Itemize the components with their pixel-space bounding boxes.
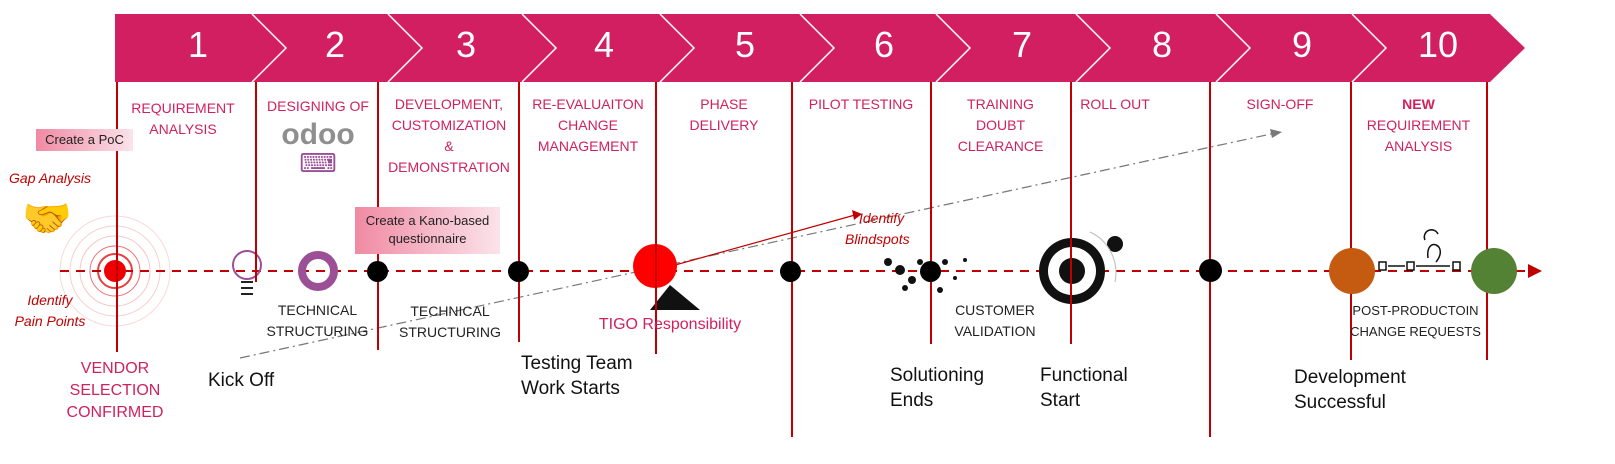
step-number: 2 <box>324 24 346 65</box>
divider <box>1350 82 1352 360</box>
vendor-dot <box>104 260 126 282</box>
milestone-dot <box>367 261 388 282</box>
phase-8-label: ROLL OUT <box>1080 96 1150 112</box>
milestone-dot <box>780 261 801 282</box>
process-flow-icon <box>1378 229 1461 271</box>
tigo-responsibility-label: TIGO Responsibility <box>598 316 742 333</box>
step-number: 6 <box>873 24 895 65</box>
step-number: 9 <box>1291 24 1313 65</box>
step-number: 5 <box>734 24 756 65</box>
step-number: 1 <box>187 24 209 65</box>
step-number: 10 <box>1417 24 1459 65</box>
orange-milestone <box>1329 248 1375 294</box>
timeline-arrowhead <box>1528 264 1542 278</box>
divider <box>518 82 520 342</box>
divider <box>930 82 932 344</box>
handshake-icon: 🤝 <box>22 197 72 241</box>
bulb-icon <box>232 250 262 295</box>
milestone-kick-off: Kick Off <box>208 370 275 391</box>
phase-3-label: DEVELOPMENT,CUSTOMIZATION&DEMONSTRATION <box>388 96 510 175</box>
blindspot-arrow <box>649 214 856 273</box>
divider <box>791 82 793 437</box>
purple-ring <box>298 251 338 291</box>
divider <box>655 82 657 354</box>
milestone-dot <box>920 261 941 282</box>
mountain-icon <box>650 285 700 310</box>
odoo-logo: odoo <box>281 118 355 151</box>
step-number: 7 <box>1011 24 1033 65</box>
robot-laptop-icon: ⌨ <box>299 148 337 178</box>
step-number: 8 <box>1151 24 1173 65</box>
milestone-dot <box>508 261 529 282</box>
chevron-banner <box>115 13 1525 83</box>
green-milestone <box>1471 248 1517 294</box>
divider <box>1486 82 1488 360</box>
divider <box>255 82 257 282</box>
step-number: 3 <box>455 24 477 65</box>
divider <box>116 82 118 352</box>
milestone-dot <box>1199 259 1222 282</box>
step-number: 4 <box>593 24 615 65</box>
phase-6-label: PILOT TESTING <box>808 96 914 112</box>
gap-analysis-label: Gap Analysis <box>9 170 91 186</box>
note-create-poc: Create a PoC <box>36 129 133 151</box>
phase-9-label: SIGN-OFF <box>1246 96 1314 112</box>
divider <box>1070 82 1072 344</box>
scatter-icon <box>884 258 967 293</box>
trend-line <box>239 131 1281 359</box>
bullseye-icon <box>1039 231 1123 304</box>
